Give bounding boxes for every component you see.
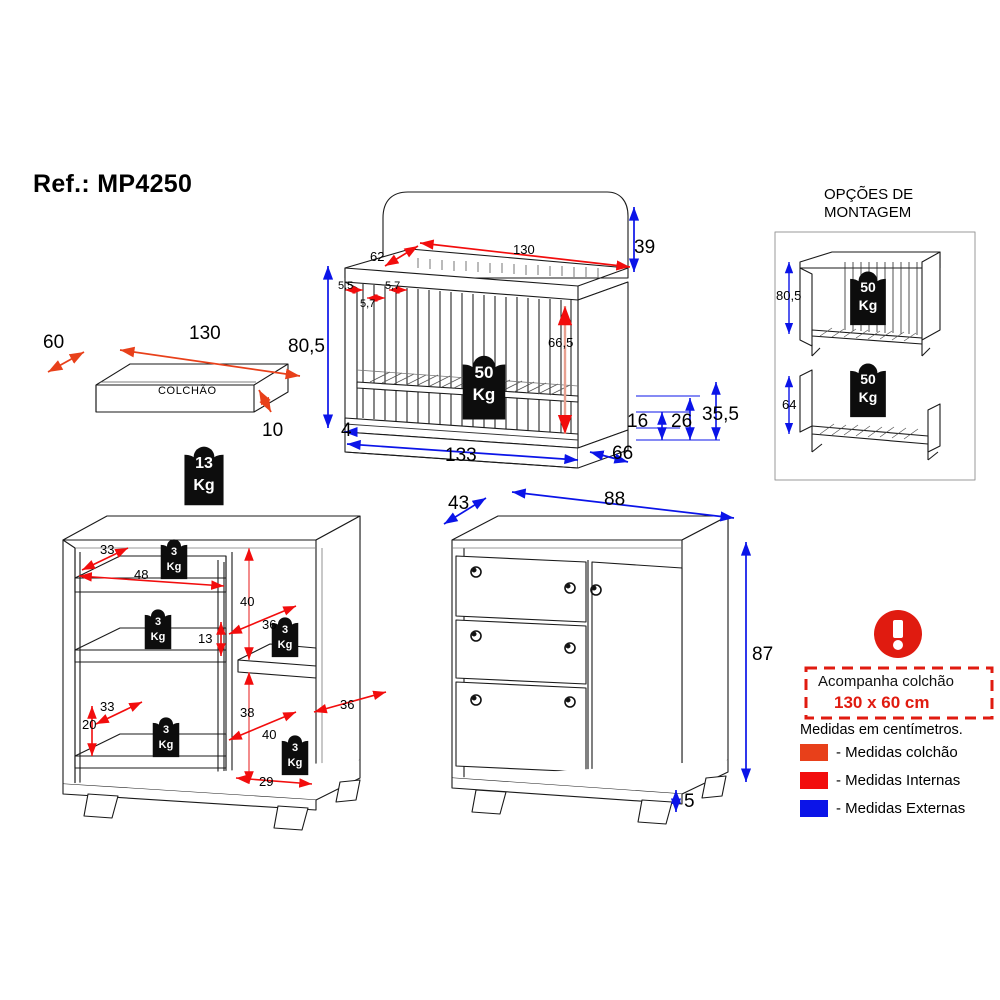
svg-text:Kg: Kg [278,639,293,651]
dim-closed-height: 87 [752,644,774,665]
page-title: Ref.: MP4250 [33,170,193,198]
dim-closed-depth: 43 [448,493,470,514]
crib-load-value: 50 [475,363,494,382]
legend-swatch-internal [800,772,828,789]
legend-item-external: - Medidas Externas [800,800,965,817]
dim-crib-slat-gap-c: 5,7 [360,298,376,310]
assembly-options-title-line2: MONTAGEM [824,204,912,221]
assembly-variant-daybed [799,369,941,461]
svg-text:3: 3 [163,724,169,736]
dim-assembly-daybed-height: 64 [782,397,797,412]
assembly-options-title-line1: OPÇÕES DE [824,186,914,203]
dresser-closed-drawing [451,515,729,825]
dim-crib-overall-height: 80,5 [288,336,325,357]
svg-text:Kg: Kg [288,757,303,769]
svg-text:50: 50 [860,279,876,295]
dim-crib-base-high: 35,5 [702,404,739,425]
svg-text:3: 3 [171,546,177,558]
dim-mattress-width: 130 [189,323,221,344]
dim-crib-base-low: 16 [627,411,649,432]
svg-text:Kg: Kg [167,561,182,573]
dim-open-left-top-width: 48 [134,567,149,582]
dim-mattress-depth: 60 [43,332,65,353]
legend-item-mattress: - Medidas colchão [800,744,958,761]
dim-open-side-depth: 36 [340,697,355,712]
legend-item-internal: - Medidas Internas [800,772,960,789]
dim-open-left-mid-height: 13 [198,631,213,646]
mattress-included-callout [804,666,994,720]
svg-text:Kg: Kg [159,739,174,751]
legend-swatch-mattress [800,744,828,761]
dim-closed-foot-height: 5 [684,791,695,812]
svg-text:Kg: Kg [193,477,214,494]
svg-text:Kg: Kg [859,297,878,313]
dim-open-left-bottom-height: 20 [82,717,97,732]
dim-crib-top-depth: 62 [370,249,385,264]
svg-text:50: 50 [860,371,876,387]
units-note: Medidas em centímetros. [800,722,963,738]
dim-crib-headboard-height: 39 [634,237,656,258]
dim-open-right-lower-height: 38 [240,705,255,720]
dim-open-left-bottom-depth: 33 [100,699,115,714]
dim-crib-inner-height: 66,5 [548,335,574,350]
dim-open-right-upper-width: 36 [262,617,277,632]
dim-closed-width: 88 [604,489,626,510]
dim-crib-base-thickness: 4 [341,420,352,441]
crib-load-unit: Kg [473,385,496,404]
dim-mattress-thickness: 10 [262,420,284,441]
svg-text:3: 3 [282,624,288,636]
dim-open-right-upper-height: 40 [240,594,255,609]
callout-line-2: 130 x 60 cm [834,693,930,712]
legend-label-external: - Medidas Externas [836,800,966,817]
dim-crib-overall-depth: 66 [612,443,634,464]
mattress-caption: COLCHÃO [158,385,217,397]
dim-open-left-top-depth: 33 [100,542,115,557]
svg-text:3: 3 [155,616,161,628]
dim-crib-slat-gap-a: 5,5 [338,280,354,292]
dim-crib-base-mid: 26 [671,411,693,432]
legend-swatch-external [800,800,828,817]
dim-open-right-bottom-width: 29 [259,774,274,789]
legend-label-mattress: - Medidas colchão [836,744,958,761]
svg-text:Kg: Kg [859,389,878,405]
dim-open-right-lower-width: 40 [262,727,277,742]
dim-crib-slat-gap-b: 5,7 [385,280,401,292]
dim-assembly-crib-height: 80,5 [776,288,802,303]
dim-crib-top-width: 130 [513,242,535,257]
callout-line-1: Acompanha colchão [818,673,954,690]
svg-text:13: 13 [195,455,213,472]
legend-label-internal: - Medidas Internas [836,772,961,789]
dim-crib-overall-width: 133 [445,445,477,466]
exclamation-circle-icon [874,610,922,658]
svg-text:3: 3 [292,742,298,754]
svg-text:Kg: Kg [151,631,166,643]
